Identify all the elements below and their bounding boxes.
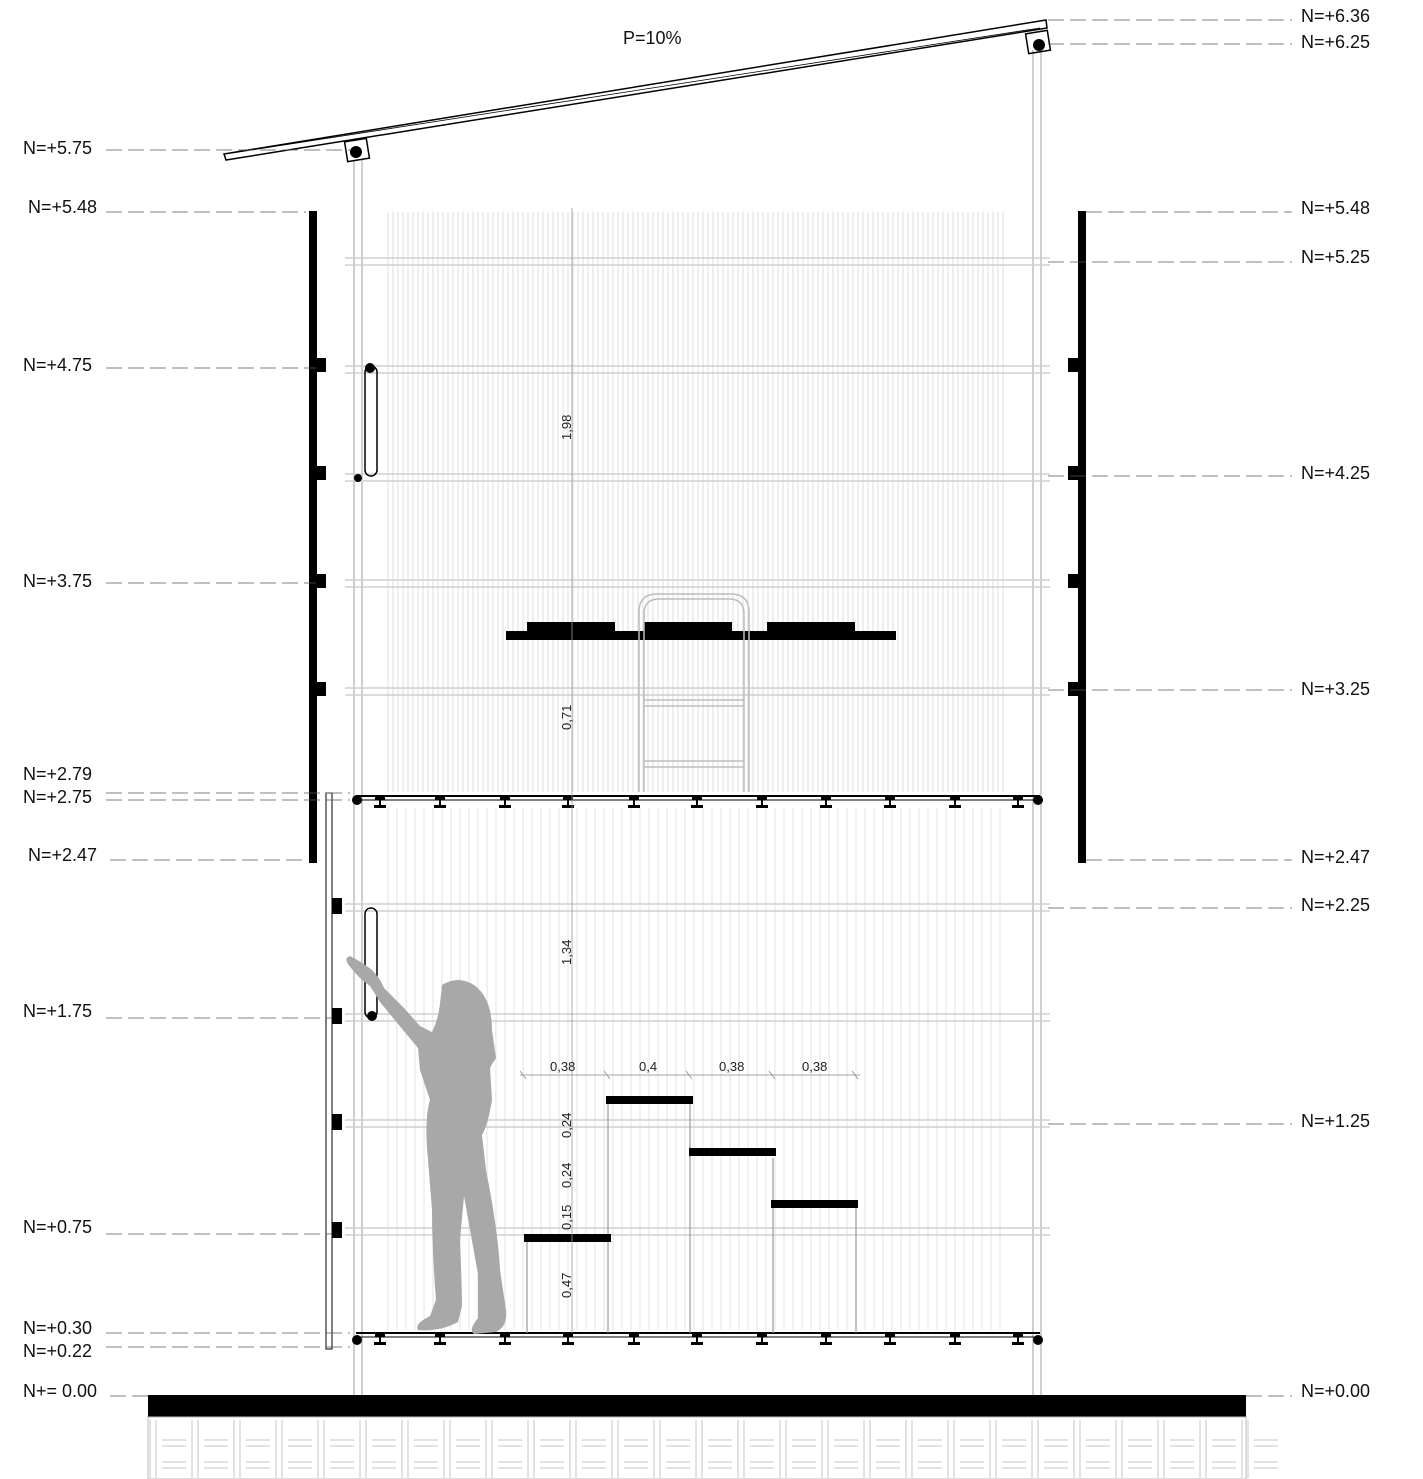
vertical-dimension-labels: 1,98 0,71 1,34 0,24 0,24 0,15 0,47 (559, 415, 574, 1298)
lower-panel (325, 792, 342, 1350)
level-label-left: N=+2.75 (23, 787, 92, 807)
level-label-right: N=+0.00 (1301, 1381, 1370, 1401)
horizontal-dimension-labels: 0,38 0,4 0,38 0,38 (550, 1059, 827, 1074)
level-label-left: N=+4.75 (23, 355, 92, 375)
dimension-label: 0,38 (550, 1059, 575, 1074)
level-label-right: N=+5.25 (1301, 247, 1370, 267)
level-label-right: N=+2.25 (1301, 895, 1370, 915)
level-label-right: N=+3.25 (1301, 679, 1370, 699)
dimension-label: 0,38 (719, 1059, 744, 1074)
level-label-right: N=+5.48 (1301, 198, 1370, 218)
scaffold-ledgers (345, 257, 1050, 1236)
level-label-left: N=+2.47 (28, 845, 97, 865)
level-label-left: N=+5.48 (28, 197, 97, 217)
right-level-labels: N=+6.36 N=+6.25 N=+5.48 N=+5.25 N=+4.25 … (1301, 6, 1370, 1401)
dimension-label: 1,34 (559, 940, 574, 965)
level-label-right: N=+6.36 (1301, 6, 1370, 26)
roof-slope-label: P=10% (623, 28, 682, 48)
level-label-right: N=+4.25 (1301, 463, 1370, 483)
lower-deck-clips (374, 1333, 1024, 1345)
dimension-label: 0,4 (639, 1059, 657, 1074)
left-level-labels: N=+5.75 N=+5.48 N=+4.75 N=+3.75 N=+2.79 … (23, 138, 97, 1401)
dimension-label: 0,24 (559, 1163, 574, 1188)
handles (364, 365, 378, 1019)
level-label-right: N=+6.25 (1301, 32, 1370, 52)
stepped-benches (524, 1096, 858, 1333)
cladding-panels (309, 211, 1086, 863)
upper-facade-battens (387, 212, 1004, 792)
dimension-label: 0,47 (559, 1273, 574, 1298)
lower-facade-battens (387, 808, 1001, 1330)
level-label-left: N=+0.30 (23, 1318, 92, 1338)
dimension-label: 0,24 (559, 1113, 574, 1138)
ground-slab (147, 1395, 1247, 1479)
upper-deck-clips (374, 796, 1024, 808)
level-label-right: N=+1.25 (1301, 1111, 1370, 1131)
level-label-left: N=+3.75 (23, 571, 92, 591)
horizontal-dimension-line (519, 1070, 860, 1080)
level-label-left: N=+0.75 (23, 1217, 92, 1237)
level-label-left: N=+1.75 (23, 1001, 92, 1021)
dimension-label: 0,71 (559, 705, 574, 730)
upper-shelf (506, 622, 896, 640)
dimension-label: 1,98 (559, 415, 574, 440)
level-label-left: N=+0.22 (23, 1341, 92, 1361)
roof (223, 19, 1052, 163)
ground-hatch-pattern (149, 1420, 1278, 1478)
human-figure-silhouette (346, 956, 507, 1334)
dimension-label: 0,38 (802, 1059, 827, 1074)
level-label-left: N+= 0.00 (23, 1381, 97, 1401)
dimension-label: 0,15 (559, 1205, 574, 1230)
level-label-right: N=+2.47 (1301, 847, 1370, 867)
ladder-frame (638, 593, 750, 792)
level-label-left: N=+2.79 (23, 764, 92, 784)
level-label-left: N=+5.75 (23, 138, 92, 158)
level-guide-lines (106, 19, 1292, 1397)
